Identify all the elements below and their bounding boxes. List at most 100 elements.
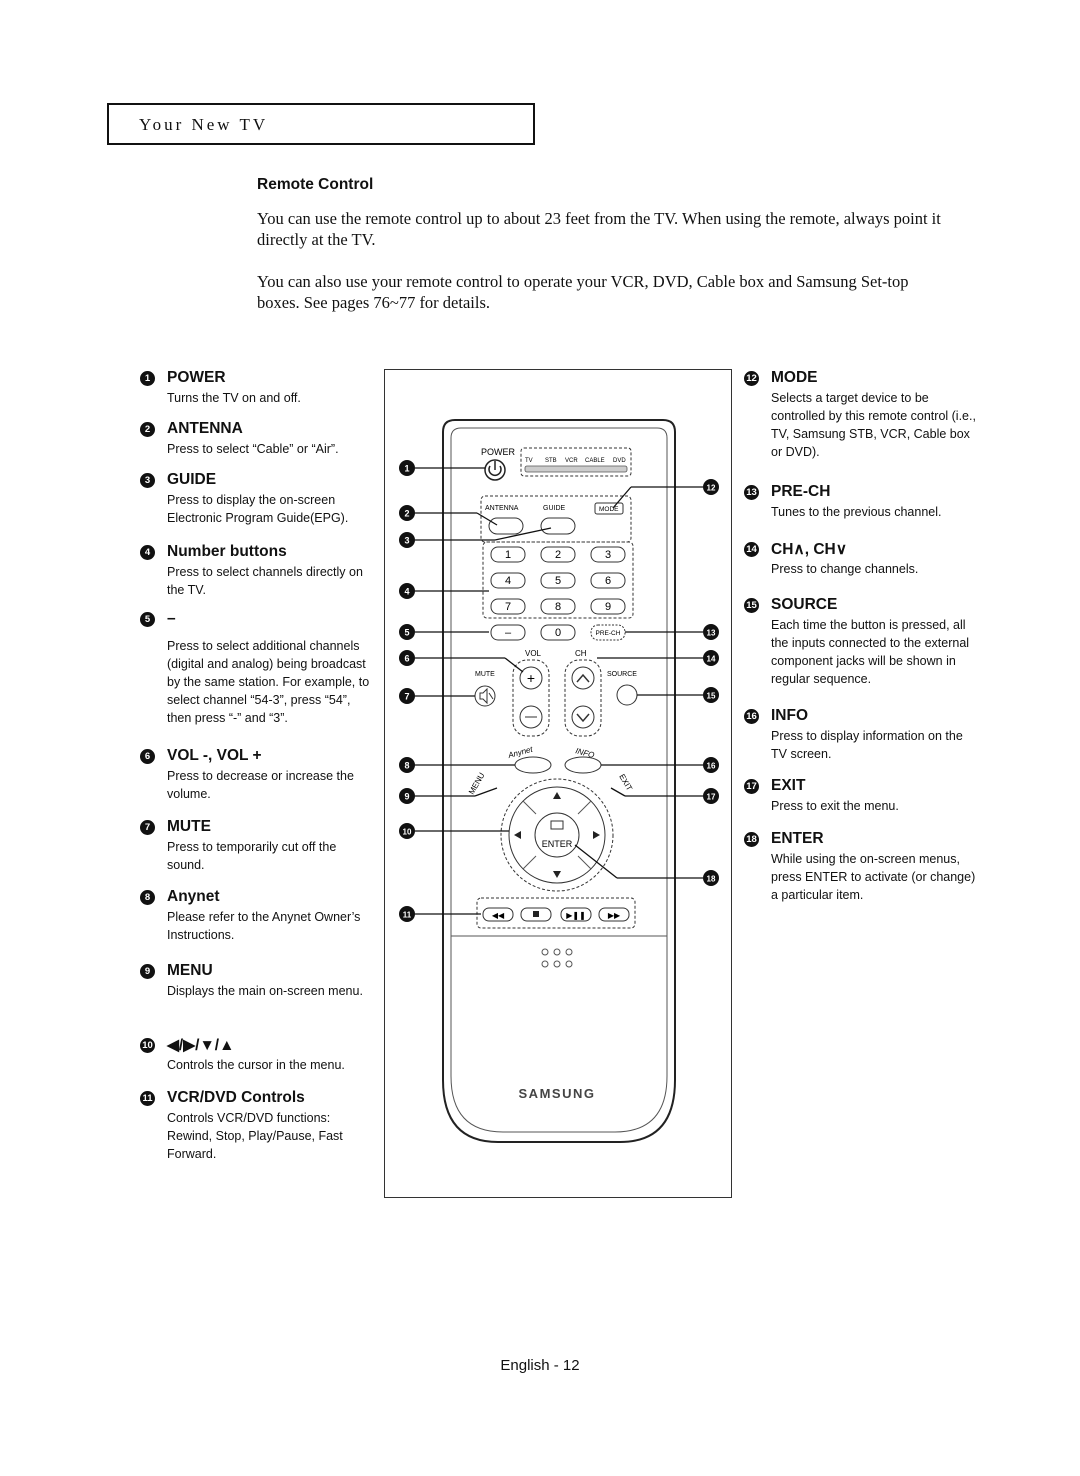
antenna-label: ANTENNA — [485, 505, 519, 512]
item-number: 10 — [140, 1037, 155, 1053]
callout-number: 10 — [399, 823, 415, 839]
item-desc: Controls the cursor in the menu. — [167, 1058, 345, 1072]
digit-0-label: 0 — [555, 627, 561, 639]
item-desc: Press to select “Cable” or “Air”. — [167, 442, 339, 456]
intro-paragraph-2: You can also use your remote control to … — [257, 272, 909, 312]
callout-number: 8 — [399, 757, 415, 773]
digit-6-button[interactable] — [590, 572, 626, 589]
mode-label-cable: CABLE — [585, 458, 605, 464]
play-pause-button[interactable] — [560, 907, 592, 922]
callout-number: 11 — [399, 906, 415, 922]
play-pause-icon: ▶❚❚ — [566, 911, 586, 920]
speaker-mute-icon — [479, 687, 494, 705]
antenna-guide-group — [480, 495, 632, 543]
dpad-divider — [577, 800, 592, 815]
vol-up-button[interactable] — [519, 666, 543, 690]
item-number: 16 — [744, 708, 759, 724]
intro-paragraph-1: You can use the remote control up to abo… — [257, 209, 941, 249]
item-desc: Tunes to the previous channel. — [771, 505, 942, 519]
item-number: 17 — [744, 778, 759, 794]
digit-2-label: 2 — [555, 549, 561, 561]
fast-forward-button[interactable] — [598, 907, 630, 922]
svg-text:2: 2 — [404, 509, 409, 519]
rewind-button[interactable] — [482, 907, 514, 922]
svg-text:10: 10 — [403, 828, 412, 837]
ch-up-button[interactable] — [571, 666, 595, 690]
svg-text:15: 15 — [707, 692, 716, 701]
digit-1-label: 1 — [505, 549, 511, 561]
item-title: PRE-CH — [771, 483, 831, 500]
digit-7-label: 7 — [505, 601, 511, 613]
item-title: – — [167, 610, 176, 627]
callout-number: 14 — [703, 650, 719, 666]
callout-number: 18 — [703, 870, 719, 886]
digit-8-button[interactable] — [540, 598, 576, 615]
digit-2-button[interactable] — [540, 546, 576, 563]
item-mode: 12 MODE Selects a target device to be con… — [744, 368, 979, 461]
fast-forward-icon: ▶▶ — [608, 911, 621, 920]
item-number: 13 — [744, 484, 759, 500]
item-title: ◀/▶/▼/▲ — [167, 1036, 235, 1054]
svg-text:12: 12 — [707, 484, 716, 493]
callout-number: 1 — [399, 460, 415, 476]
power-label: POWER — [481, 447, 516, 457]
source-button[interactable] — [616, 684, 638, 706]
mode-button[interactable] — [594, 502, 624, 515]
digit-5-button[interactable] — [540, 572, 576, 589]
enter-icon — [550, 820, 564, 830]
antenna-button[interactable] — [488, 517, 524, 535]
digit-0-button[interactable] — [540, 624, 576, 641]
digit-9-button[interactable] — [590, 598, 626, 615]
item-number: 12 — [744, 370, 759, 386]
item-number: 15 — [744, 597, 759, 613]
item-number: 18 — [744, 831, 759, 847]
prech-button[interactable] — [590, 624, 626, 641]
digit-4-button[interactable] — [490, 572, 526, 589]
info-button[interactable] — [564, 756, 602, 774]
arrow-up-icon — [553, 792, 561, 799]
item-desc: Selects a target device to be controlled… — [771, 391, 976, 459]
anynet-button[interactable] — [514, 756, 552, 774]
transport-group — [476, 897, 636, 929]
mode-button-label: MODE — [599, 506, 619, 513]
digit-7-button[interactable] — [490, 598, 526, 615]
svg-text:17: 17 — [707, 793, 716, 802]
digit-6-label: 6 — [605, 575, 611, 587]
item-title: ENTER — [771, 830, 824, 847]
number-pad: 1 2 3 4 5 6 7 8 9 — [490, 546, 626, 615]
mute-button[interactable] — [474, 685, 496, 707]
remote-inner-edge — [450, 427, 668, 1133]
item-desc: Press to select channels directly on the… — [167, 565, 363, 597]
dash-button[interactable] — [490, 624, 526, 641]
callout-number: 16 — [703, 757, 719, 773]
item-desc: Press to temporarily cut off the sound. — [167, 840, 337, 872]
guide-button[interactable] — [540, 517, 576, 535]
ch-down-button[interactable] — [571, 705, 595, 729]
mode-led-strip — [524, 465, 628, 473]
digit-5-label: 5 — [555, 575, 561, 587]
item-number: 11 — [140, 1090, 155, 1106]
vol-label: VOL — [525, 649, 542, 658]
item-desc: Press to display the on-screen Electroni… — [167, 493, 349, 525]
item-title: MODE — [771, 369, 818, 386]
source-label: SOURCE — [607, 671, 637, 678]
rewind-icon: ◀◀ — [492, 911, 505, 920]
svg-text:13: 13 — [707, 629, 716, 638]
header-title: Your New TV — [139, 115, 269, 134]
arrow-down-icon — [553, 871, 561, 878]
callout-number: 12 — [703, 479, 719, 495]
page-number: English - 12 — [500, 1357, 580, 1374]
svg-text:7: 7 — [404, 692, 409, 702]
item-prech: 13 PRE-CH Tunes to the previous channel. — [744, 482, 979, 521]
dpad-divider — [522, 855, 537, 870]
digit-1-button[interactable] — [490, 546, 526, 563]
digit-3-button[interactable] — [590, 546, 626, 563]
enter-button[interactable] — [534, 812, 580, 858]
callout-lines — [415, 467, 703, 915]
item-title: SOURCE — [771, 596, 838, 613]
